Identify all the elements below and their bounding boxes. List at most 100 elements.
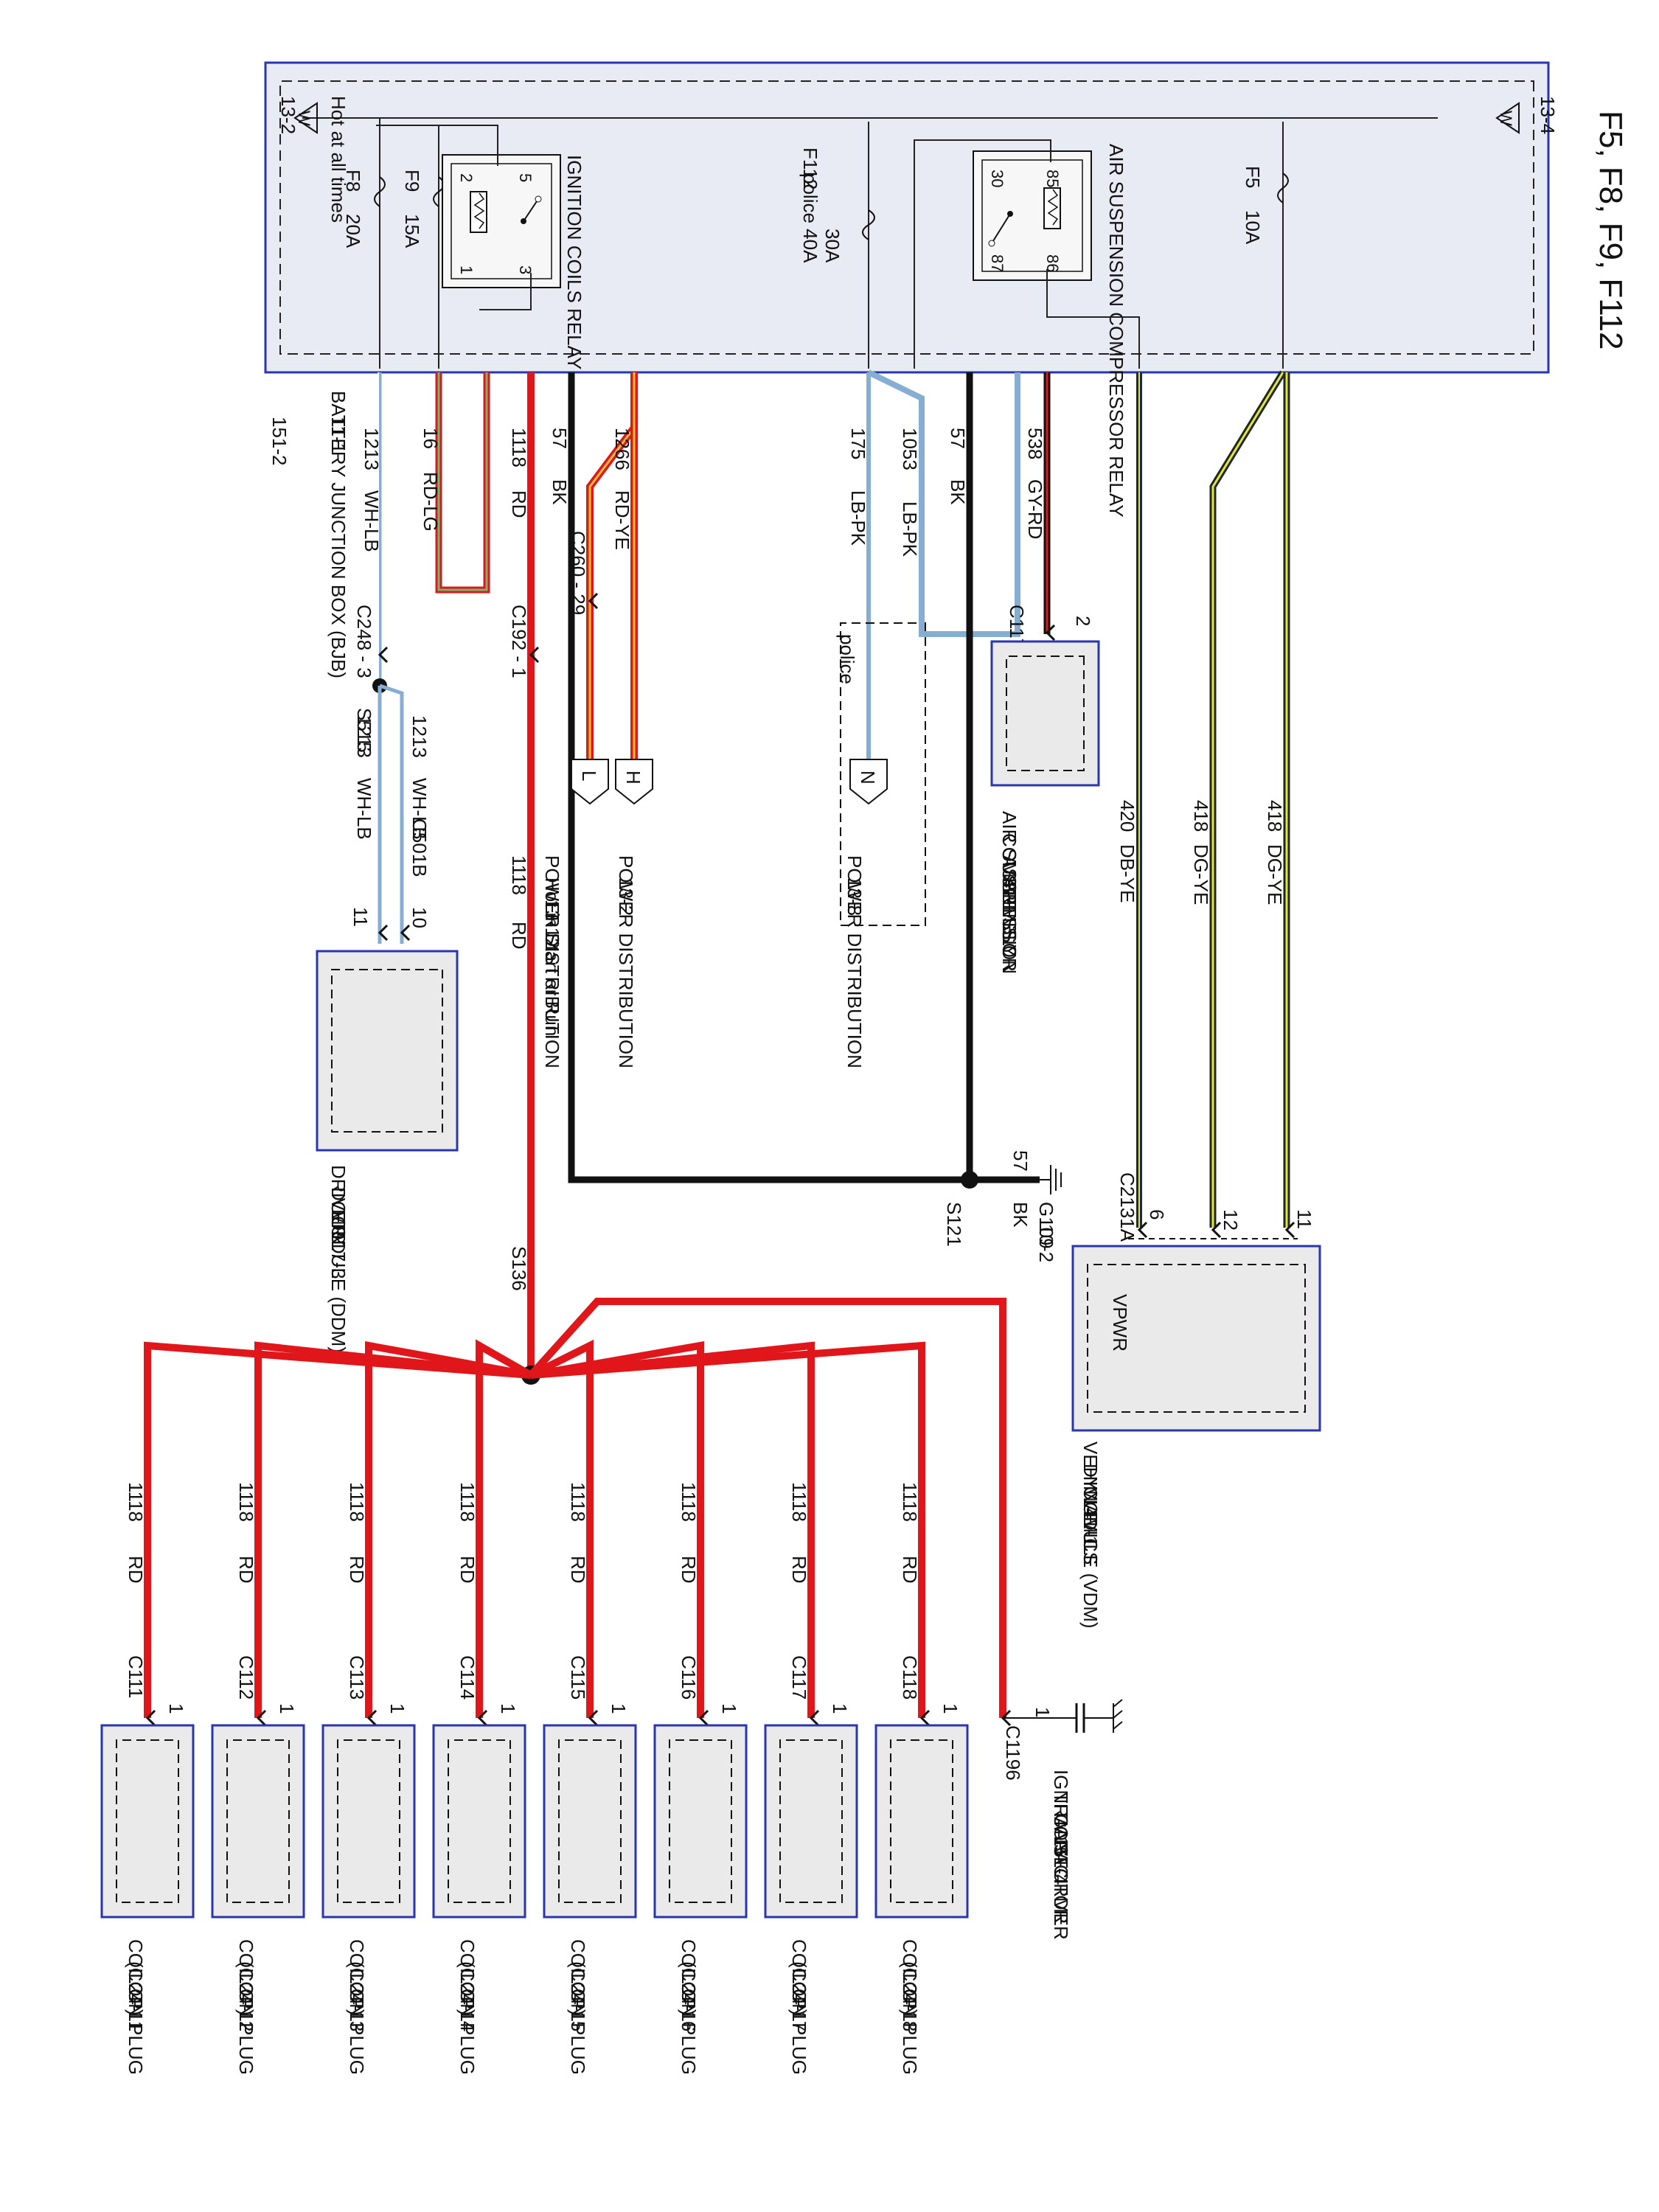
svg-text:W: W <box>1497 111 1515 126</box>
coil-connector-8: C118 <box>899 1655 921 1700</box>
wire-57c-color: BK <box>1009 1202 1032 1228</box>
coil-name-8: COIL ON PLUG <box>899 1939 921 2075</box>
wire-175-circuit: 175 <box>847 428 869 459</box>
coil-pin-8: 1 <box>939 1703 961 1714</box>
connector-c260-label: C260 - 29 <box>567 531 589 615</box>
coil-wire-circuit-4: 1118 <box>456 1482 479 1522</box>
battery-junction-box <box>264 61 1550 374</box>
fuse-f112-police-note: police 40A <box>799 173 821 263</box>
connector-c248: C248 - 3 <box>353 605 389 678</box>
wire-1266-rd-ye: 1266 RD-YE <box>586 372 638 759</box>
bjb-ref2: 151-2 <box>268 417 291 466</box>
wire-175-lb-pk: 175 LB-PK <box>847 372 871 759</box>
coil-pin-1: 1 <box>165 1703 187 1714</box>
coil-module-4 <box>432 1724 526 1919</box>
ign-cap-line1: IGNITION <box>1050 1770 1072 1855</box>
module-ddm: DRIVER DOOR MODULE (DDM) 117-3 <box>316 950 459 1353</box>
coil-wire-5 <box>529 1339 594 1718</box>
coil-name-1: COIL ON PLUG <box>125 1939 147 2075</box>
splice-s515: S515 <box>353 678 387 753</box>
wire-1213-ddm-b: 1213 WH-LB <box>353 686 382 944</box>
coil-connector-3: C113 <box>346 1655 368 1700</box>
wire-57a-circuit: 57 <box>549 428 571 449</box>
splice-s515-label: S515 <box>353 708 375 753</box>
wire-16-circuit: 16 <box>420 428 442 449</box>
ignition-coils-relay: 5 3 2 1 IGNITION COILS RELAY <box>376 125 585 369</box>
fuse-f8: F8 20A <box>342 118 386 369</box>
air-relay-pin86: 86 <box>1043 254 1062 272</box>
capacitor-icon <box>1003 1699 1123 1733</box>
air-assy-ref: 41-1 <box>998 877 1020 916</box>
coil-pin-5: 1 <box>608 1703 630 1714</box>
power-dist-n: N POWER DISTRIBUTION 13-8 <box>844 759 888 1068</box>
coil-module-5 <box>543 1724 637 1919</box>
wire-1118-circuit: 1118 <box>508 428 530 467</box>
power-dist-l-line1: POWER DISTRIBUTION <box>541 855 563 1068</box>
coil-connector-2: C112 <box>235 1655 257 1700</box>
bjb-label: BATTERY JUNCTION BOX (BJB) 11-1 151-2 <box>268 391 349 678</box>
coil-connector-4: C114 <box>456 1655 479 1700</box>
fuse-f9-id: F9 <box>401 170 423 192</box>
power-dist-h-letter: H <box>622 771 644 785</box>
coil-ref-2: 24-1 <box>235 1983 257 2022</box>
c1179-pin: 2 <box>1072 616 1094 626</box>
wire-418-dg-ye-b: 418 DG-YE <box>1264 372 1290 1228</box>
ign-relay-pin2: 2 <box>457 173 476 182</box>
coil-module-7 <box>764 1724 858 1919</box>
wire-420-db-ye: 420 DB-YE <box>1116 372 1142 1228</box>
coil-ref-1: 24-1 <box>125 1983 147 2022</box>
module-vdm: VPWR VEHICLE DYNAMICS MODULE (VDM) 41-1 <box>1071 1245 1321 1629</box>
coil-wire-3 <box>365 1341 532 1718</box>
wire-57-bk-ground: 57 BK <box>892 1150 1040 1228</box>
coil-connector-6: C116 <box>678 1655 700 1700</box>
ign-relay-pin5: 5 <box>516 173 535 182</box>
c2131a-pin12: 12 <box>1220 1209 1242 1231</box>
c2131a-pin11: 11 <box>1293 1209 1315 1229</box>
police-box: police <box>836 622 926 926</box>
wire-175-color: LB-PK <box>847 490 869 546</box>
coil-pin-3: 1 <box>386 1703 408 1714</box>
coil-module-2 <box>211 1724 305 1919</box>
coil-wire-color-8: RD <box>899 1556 921 1584</box>
wire-538-gy-rd: 538 GY-RD <box>1024 372 1051 634</box>
bjb-name: BATTERY JUNCTION BOX (BJB) <box>327 391 349 678</box>
wire-1118-trunk: 1118 RD 1118 RD <box>508 372 535 1375</box>
connector-c192: C192 - 1 <box>508 605 540 678</box>
coil-sub-1: (COP) 1 <box>125 1961 147 2031</box>
wire-420-circuit: 420 <box>1116 800 1138 832</box>
coil-module-1 <box>100 1724 195 1919</box>
wire-1213-ddm-a: 1213 WH-LB <box>379 684 431 944</box>
wire-418b-circuit: 418 <box>1264 800 1286 832</box>
coil-wire-circuit-2: 1118 <box>235 1482 257 1522</box>
ign-relay-pin3: 3 <box>516 265 535 274</box>
coil-sub-3: (COP) 3 <box>346 1961 368 2031</box>
air-suspension-compressor-relay: 85 86 30 87 AIR SUSPENSION COMPRESSOR RE… <box>914 139 1140 518</box>
wire-1213c-circuit: 1213 <box>353 715 375 758</box>
fuse-f112: F112 30A police 40A <box>799 122 875 369</box>
wire-1213-color: WH-LB <box>361 490 383 552</box>
wire-1213c-color: WH-LB <box>353 778 375 840</box>
connector-c501b: C501B 10 11 <box>349 818 431 942</box>
module-air-suspension-assy: AIR SUSPENSION COMPRESSOR ASSEMBLY 41-1 <box>990 640 1100 974</box>
coil-wire-color-1: RD <box>125 1556 147 1584</box>
coil-wire-color-4: RD <box>456 1556 479 1584</box>
ddm-line3: MODULE (DDM) <box>327 1209 349 1353</box>
coil-connector-arrow-1 <box>145 1709 156 1727</box>
connector-c1196: C1196 1 <box>1001 1707 1054 1781</box>
wire-1213b-circuit: 1213 <box>408 715 431 758</box>
vdm-line2: DYNAMICS <box>1079 1464 1102 1565</box>
coil-pin-2: 1 <box>276 1703 298 1714</box>
fuse-f5: F5 10A <box>1242 122 1289 369</box>
coil-sub-2: (COP) 2 <box>235 1961 257 2031</box>
wire-16-color: RD-LG <box>420 472 442 532</box>
hot-bus-arrow-right-icon: W <box>293 102 318 134</box>
wire-57-bk-a: 57 BK <box>549 372 892 1183</box>
coil-connector-7: C117 <box>788 1655 810 1700</box>
coil-name-2: COIL ON PLUG <box>235 1939 257 2075</box>
